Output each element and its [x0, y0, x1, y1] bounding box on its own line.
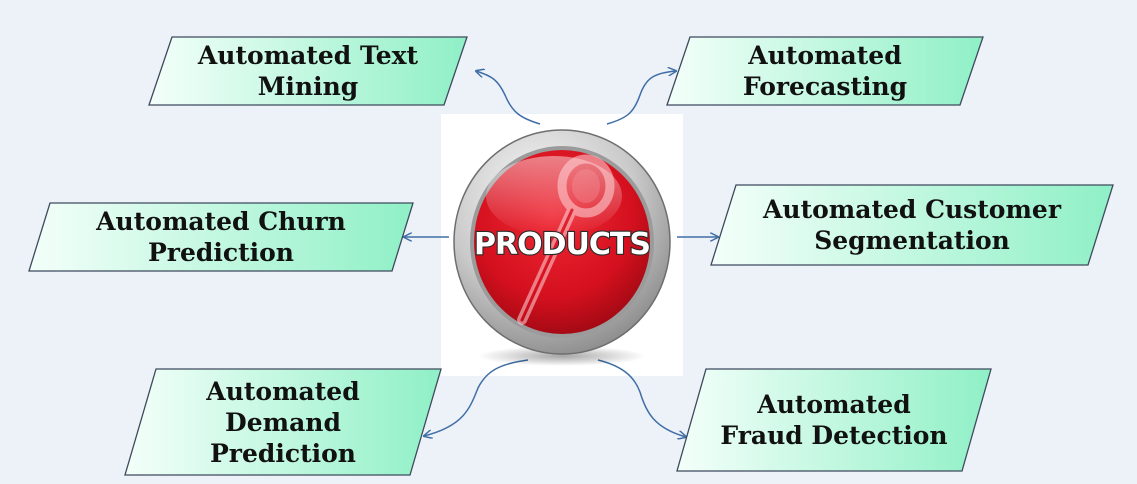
node-text-mining-label: Automated Text Mining — [197, 41, 419, 101]
products-badge-graphic: PRODUCTS — [453, 129, 671, 366]
node-forecasting-label: Automated Forecasting — [742, 41, 908, 101]
node-forecasting[interactable]: Automated Forecasting — [666, 36, 984, 106]
node-text-mining[interactable]: Automated Text Mining — [148, 36, 468, 106]
magnifying-glass-icon — [517, 154, 615, 325]
badge-shadow — [478, 346, 646, 366]
node-demand-prediction[interactable]: Automated Demand Prediction — [124, 368, 442, 476]
parallelogram-shape — [676, 368, 992, 472]
products-badge[interactable]: PRODUCTS — [450, 120, 674, 370]
parallelogram-shape — [124, 368, 442, 476]
parallelogram-shape — [710, 184, 1114, 266]
node-churn-prediction[interactable]: Automated Churn Prediction — [28, 202, 414, 272]
node-customer-segmentation[interactable]: Automated Customer Segmentation — [710, 184, 1114, 266]
products-label: PRODUCTS — [474, 227, 650, 262]
node-customer-segmentation-label: Automated Customer Segmentation — [763, 195, 1061, 255]
parallelogram-shape — [28, 202, 414, 272]
parallelogram-shape — [148, 36, 468, 106]
node-churn-prediction-label: Automated Churn Prediction — [96, 207, 346, 267]
node-fraud-detection[interactable]: Automated Fraud Detection — [676, 368, 992, 472]
parallelogram-shape — [666, 36, 984, 106]
node-demand-prediction-label: Automated Demand Prediction — [206, 376, 360, 468]
node-fraud-detection-label: Automated Fraud Detection — [720, 390, 948, 450]
